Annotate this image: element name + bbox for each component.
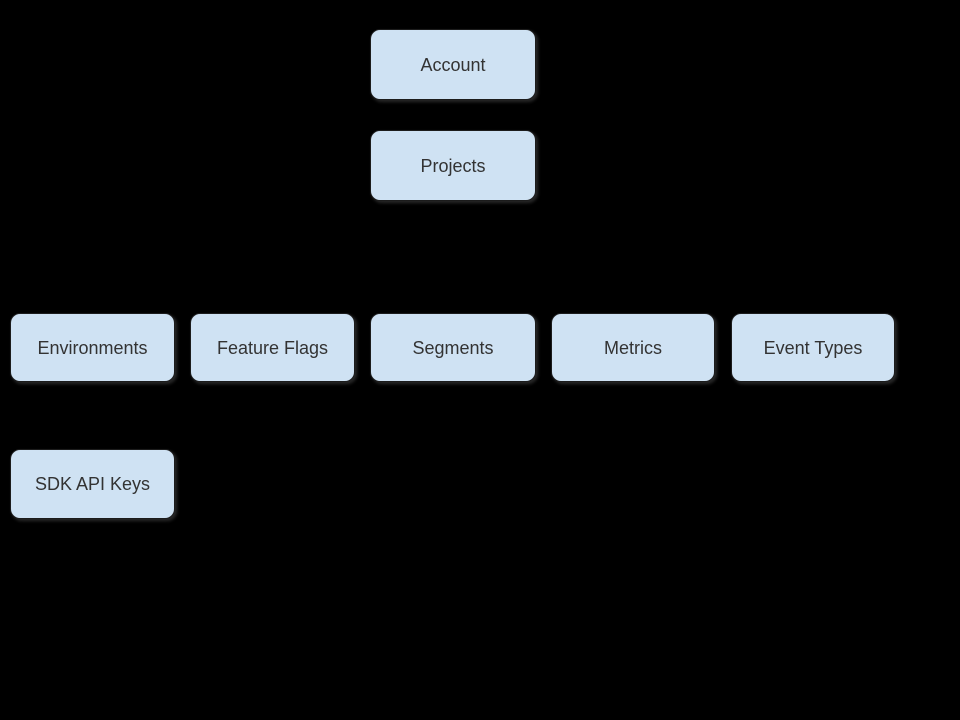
node-metrics-label: Metrics	[604, 337, 662, 358]
node-event-types-label: Event Types	[763, 337, 863, 358]
node-segments-label: Segments	[412, 337, 494, 358]
node-sdk-api-keys: SDK API Keys	[10, 449, 175, 519]
node-account: Account	[370, 29, 536, 100]
node-projects-label: Projects	[420, 155, 486, 176]
node-segments: Segments	[370, 313, 536, 382]
node-feature-flags: Feature Flags	[190, 313, 355, 382]
node-feature-flags-label: Feature Flags	[216, 337, 329, 358]
node-projects: Projects	[370, 130, 536, 201]
node-event-types: Event Types	[731, 313, 895, 382]
node-environments: Environments	[10, 313, 175, 382]
node-account-label: Account	[420, 54, 486, 75]
node-sdk-api-keys-label: SDK API Keys	[34, 474, 151, 494]
node-metrics: Metrics	[551, 313, 715, 382]
node-environments-label: Environments	[37, 337, 148, 358]
